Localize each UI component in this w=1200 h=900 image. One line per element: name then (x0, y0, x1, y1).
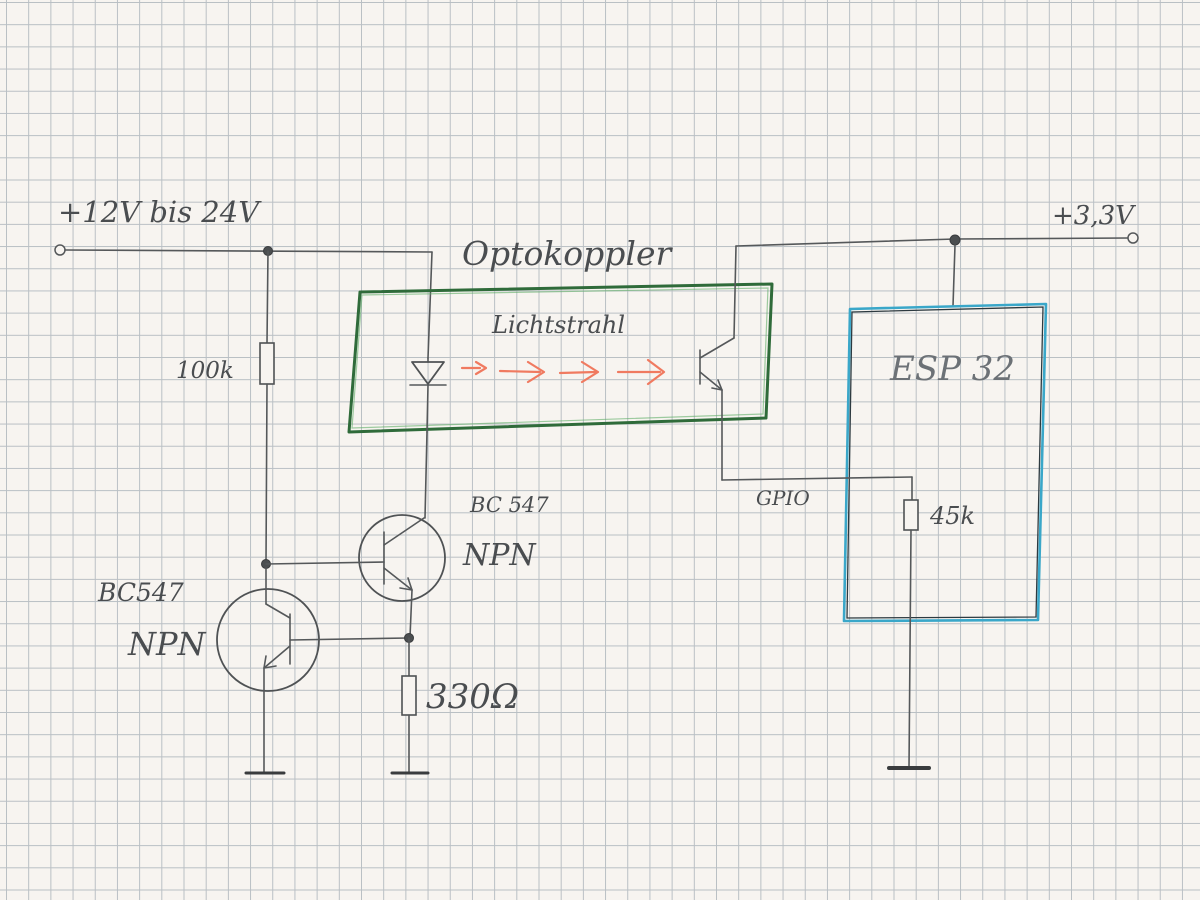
emitter-resistor-branch (390, 633, 430, 775)
q2-kind-label: NPN (462, 538, 537, 573)
resistor-100k (259, 342, 275, 385)
esp32-module (842, 302, 1048, 623)
optocoupler-label: Optokoppler (462, 234, 674, 273)
supply-input-label: +12V bis 24V (58, 195, 262, 229)
gpio-label: GPIO (756, 486, 810, 510)
light-beam-label: Lichtstrahl (491, 311, 625, 339)
q1-type-label: BC547 (97, 578, 184, 607)
supply-rail (54, 244, 433, 359)
esp-supply-rail (735, 232, 1139, 307)
gpio-connection (721, 476, 931, 770)
q2-transistor (265, 431, 446, 638)
resistor-330 (401, 675, 417, 716)
led-diode (409, 357, 447, 433)
resistor-45k (903, 499, 919, 531)
q1-transistor (216, 567, 409, 775)
phototransistor (699, 245, 737, 481)
q1-kind-label: NPN (127, 625, 207, 663)
resistor-100k-label: 100k (176, 358, 234, 384)
resistor-45k-label: 45k (929, 502, 975, 530)
resistor-330-label: 330Ω (426, 677, 519, 717)
base-resistor-branch (259, 250, 275, 569)
esp-supply-terminal (1127, 232, 1139, 244)
light-beam-arrows (460, 358, 666, 386)
esp32-label: ESP 32 (889, 349, 1015, 389)
junction-node (949, 234, 961, 246)
q2-type-label: BC 547 (469, 493, 549, 517)
optocoupler-box (347, 282, 774, 434)
esp-supply-label: +3,3V (1052, 201, 1136, 231)
input-terminal (54, 244, 66, 256)
